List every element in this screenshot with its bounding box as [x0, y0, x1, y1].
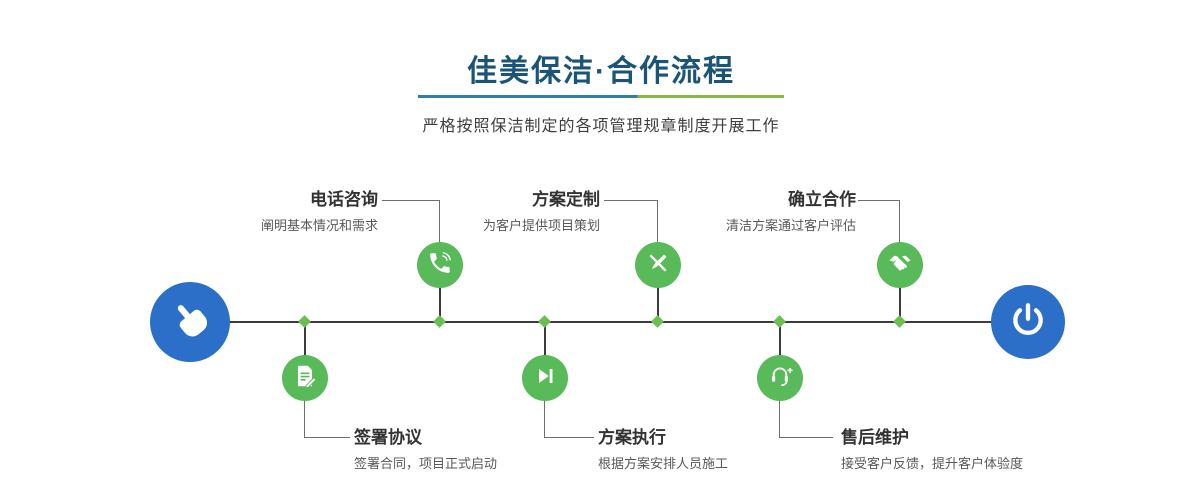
label-connector: [858, 200, 900, 201]
contract-icon: [292, 363, 318, 394]
end-node: [991, 285, 1065, 359]
timeline-marker: [893, 315, 906, 328]
step-desc: 签署合同，项目正式启动: [354, 456, 498, 471]
step-desc: 接受客户反馈，提升客户体验度: [841, 456, 1024, 471]
step-node-contract: [282, 355, 328, 401]
timeline-marker: [298, 315, 311, 328]
step-node-execute: [522, 355, 568, 401]
timeline-marker: [538, 315, 551, 328]
step-title: 方案定制: [532, 190, 600, 209]
step-desc: 根据方案安排人员施工: [598, 456, 729, 471]
timeline-marker: [773, 315, 786, 328]
label-connector: [544, 437, 594, 438]
design-icon: [645, 250, 671, 281]
step-label-phone: 电话咨询 阐明基本情况和需求: [178, 190, 378, 234]
label-connector: [544, 400, 545, 438]
connector: [304, 322, 306, 378]
play-icon: [532, 363, 558, 394]
step-desc: 清洁方案通过客户评估: [725, 218, 856, 233]
label-connector: [382, 200, 440, 201]
step-title: 签署协议: [354, 428, 422, 447]
label-connector: [657, 200, 658, 243]
label-connector: [604, 200, 658, 201]
step-node-handshake: [877, 242, 923, 288]
connector: [899, 265, 901, 322]
connector: [544, 322, 546, 378]
page-subtitle: 严格按照保洁制定的各项管理规章制度开展工作: [422, 118, 780, 135]
label-connector: [304, 400, 305, 438]
label-connector: [304, 437, 350, 438]
step-title: 电话咨询: [310, 190, 378, 209]
step-label-contract: 签署协议 签署合同，项目正式启动: [354, 428, 594, 472]
power-icon: [1008, 300, 1048, 345]
connector: [779, 322, 781, 378]
timeline-line: [190, 321, 1030, 323]
timeline-marker: [651, 315, 664, 328]
handshake-icon: [886, 249, 914, 282]
step-node-phone: [417, 242, 463, 288]
page-title: 佳美保洁·合作流程: [467, 55, 735, 88]
start-node: [150, 282, 230, 362]
step-label-support: 售后维护 接受客户反馈，提升客户体验度: [841, 428, 1101, 472]
step-title: 确立合作: [788, 190, 856, 209]
label-connector: [439, 200, 440, 243]
connector: [439, 265, 441, 322]
step-node-support: [757, 355, 803, 401]
step-title: 方案执行: [598, 428, 666, 447]
label-connector: [899, 200, 900, 243]
step-label-handshake: 确立合作 清洁方案通过客户评估: [646, 190, 856, 234]
hand-pointer-icon: [168, 298, 212, 347]
headset-plus-icon: [767, 363, 793, 394]
label-connector: [779, 437, 833, 438]
step-label-design: 方案定制 为客户提供项目策划: [400, 190, 600, 234]
phone-icon: [427, 250, 453, 281]
connector: [657, 265, 659, 322]
step-label-execute: 方案执行 根据方案安排人员施工: [598, 428, 838, 472]
step-title: 售后维护: [841, 428, 909, 447]
step-node-design: [635, 242, 681, 288]
title-underline: [418, 95, 784, 98]
label-connector: [779, 400, 780, 438]
timeline-marker: [433, 315, 446, 328]
step-desc: 阐明基本情况和需求: [260, 218, 378, 233]
step-desc: 为客户提供项目策划: [482, 218, 600, 233]
